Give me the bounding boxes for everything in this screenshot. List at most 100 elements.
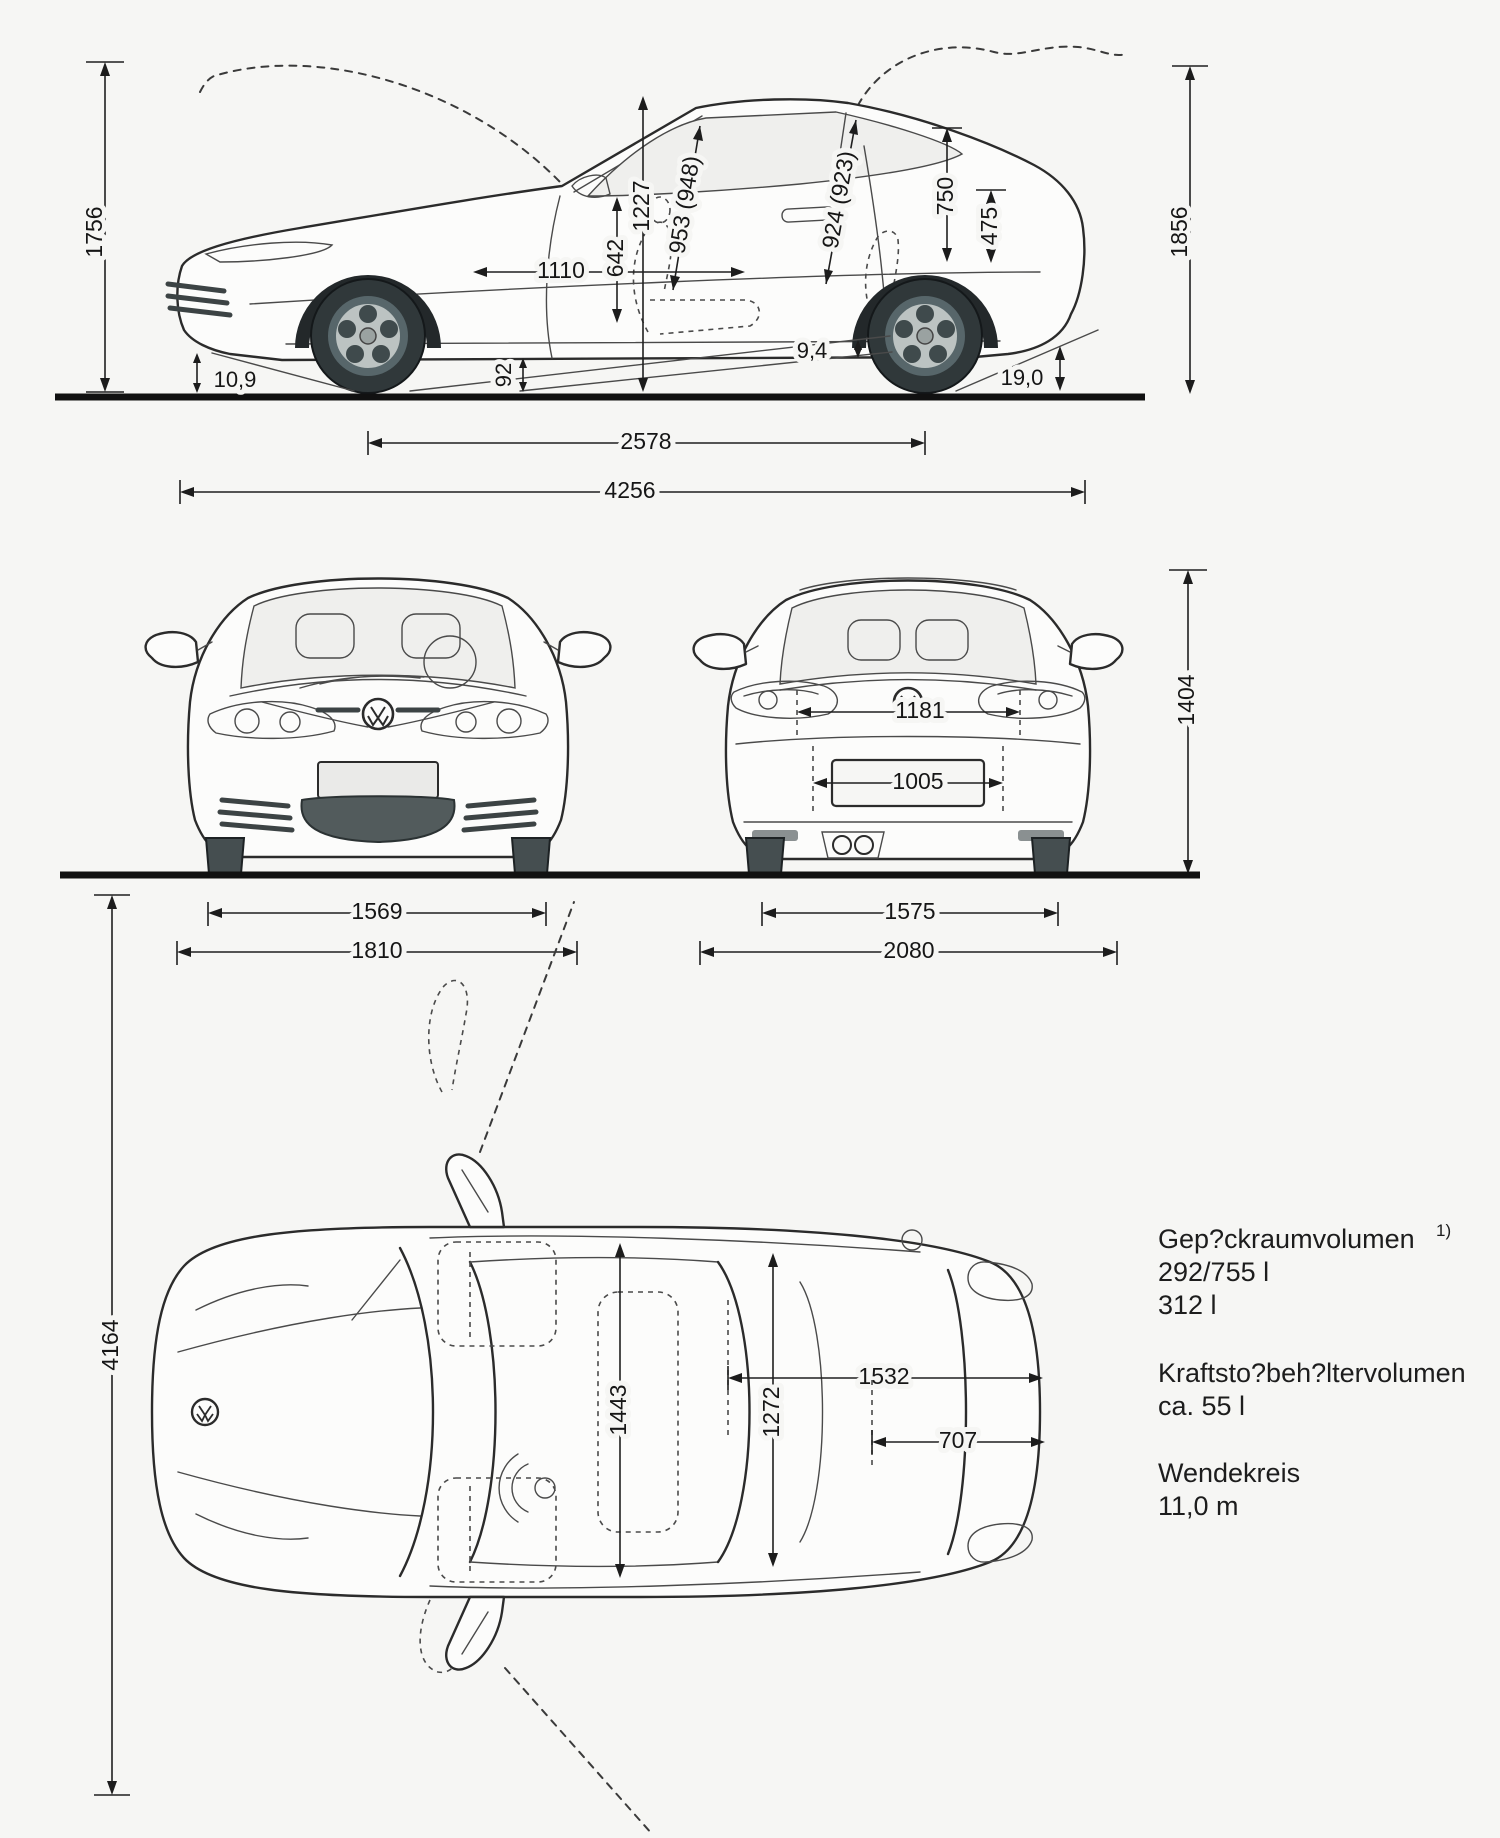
dim-label-hatch-length: 707 [939,1427,977,1453]
dim-rear-lower-width: 1005 [812,746,1004,812]
front-windshield [240,587,516,689]
glass-edge-top [429,1235,921,1253]
rear-headrest-left [847,619,901,661]
mirror-leader-dashed-top [479,901,575,1153]
mirror-top-lower [445,1595,506,1671]
front-tire-right [510,837,552,875]
hood-crease-bottom [177,1471,421,1517]
mirror-top-upper [445,1153,506,1229]
door-handle [781,206,835,223]
rear-tire-right [1030,837,1072,875]
taillight-top-upper [967,1261,1033,1302]
dim-label-approach-angle: 10,9 [214,367,257,392]
dim-hatch-length: 707 [871,1380,1045,1470]
rear-bench-dashed [597,1291,679,1533]
front-lower-grille [300,795,456,844]
vw-badge-top [190,1397,220,1427]
mirror-folded-dashed-top [427,979,469,1093]
mirror-front-left [144,631,213,669]
rear-bumper-crease [735,735,1081,745]
turning-circle-label: Wendekreis [1158,1458,1300,1488]
departure-angle-line [955,329,1099,392]
mirror-front-right [543,631,612,669]
dim-label-rear-height: 1404 [1173,674,1199,725]
dim-departure-angle: 19,0 [996,346,1065,395]
dim-wheelbase: 2578 [367,423,926,459]
front-wheel [310,278,426,394]
dim-overall-length: 4256 [179,472,1086,508]
mirror-rear-left [692,633,759,671]
dim-label-rear-upper-width: 1181 [895,697,944,723]
dim-rear-track: 1575 [761,893,1059,929]
taillight-left [730,680,838,719]
roof-edge-top [469,1256,719,1263]
hatch-arc [799,1281,824,1543]
dim-approach-angle: 10,9 [193,353,261,397]
info-text-block: Gep?ckraumvolumen 1) 292/755 l 312 l Kra… [1158,1221,1466,1521]
dim-label-front-track: 1569 [351,898,402,924]
front-license-plate [317,761,439,799]
roof-front-arc [468,1260,497,1564]
dim-front-cabin-width: 1443 [600,1243,636,1578]
dim-label-wheelbase: 2578 [620,428,671,454]
spoiler-arc [946,1268,968,1556]
dim-label-ground-clearance: 92 [491,363,516,387]
dim-width-no-mirrors: 1810 [176,932,578,968]
fuel-tank-value: ca. 55 l [1158,1391,1245,1421]
dim-label-rear-lower-width: 1005 [892,768,943,794]
luggage-volume-label: Gep?ckraumvolumen [1158,1224,1415,1254]
dim-label-departure-angle: 19,0 [1001,365,1044,390]
dim-label-front-interior-length: 1110 [537,257,585,283]
headlight-front-left [207,700,336,740]
front-headrest-left [295,613,355,659]
dim-load-sill: 475 [971,189,1007,263]
rear-window [779,589,1037,685]
dim-label-ramp-angle: 9,4 [797,338,828,363]
top-car-body [150,1225,1042,1599]
hatch-lower-line [779,678,1037,691]
front-tire-left [204,837,246,875]
glass-edge-bottom [429,1571,921,1589]
dim-label-rear-deck-height: 750 [932,177,958,215]
vw-badge-front [361,697,395,731]
headlight-top-right [195,1513,309,1540]
fuel-tank-label: Kraftsto?beh?ltervolumen [1158,1358,1466,1388]
rear-wheel [867,278,983,394]
ramp-line-1 [409,335,891,392]
dim-label-body-length: 4164 [97,1319,123,1370]
hood-shutline [229,678,527,697]
front-bumper-slats [165,281,233,318]
dim-seat-height: 642 [597,197,633,323]
dim-label-load-sill: 475 [976,207,1002,245]
headlight-front-right [420,700,549,740]
front-headrest-right [401,613,461,659]
seat-dashed-lower [437,1477,557,1583]
dim-interior-height: 1227 [623,96,659,392]
antenna-base [901,1229,923,1251]
rear-headrest-right [915,619,969,661]
dim-label-interior-height: 1227 [628,180,654,231]
seat-dashed-upper [437,1241,557,1347]
dim-width-with-mirrors: 2080 [699,932,1118,968]
vw-badge-rear [892,686,924,718]
luggage-volume-footnote: 1) [1436,1221,1451,1240]
mirror-rear-right [1057,633,1124,671]
luggage-volume-value-1: 292/755 l [1158,1257,1269,1287]
approach-angle-line [211,352,355,392]
dim-ground-clearance: 92 [486,358,527,392]
dim-label-open-hatch-height: 1856 [1166,206,1192,257]
dim-label-rear-section-length: 1532 [858,1363,909,1389]
luggage-volume-value-2: 312 l [1158,1290,1217,1320]
front-door-shutline [545,195,561,359]
turning-circle-value: 11,0 m [1158,1491,1239,1521]
speaker-arcs [498,1453,556,1523]
steering-wheel [423,635,477,689]
side-mirror [571,174,611,198]
rear-tire-left [744,837,786,875]
spoiler-inner-line [799,577,1017,591]
hood-crease-left [261,701,369,728]
roof-edge-bottom [469,1561,719,1568]
dim-rear-deck-height: 750 [927,127,963,262]
rear-view: 1181 1005 1404 1575 [60,569,1207,968]
hood-crease-top [177,1307,421,1353]
